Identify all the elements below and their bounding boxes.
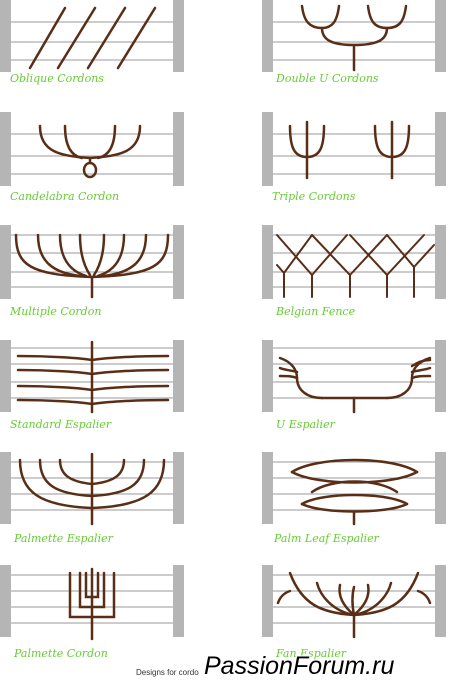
- panel-standard-espalier: Standard Espalier: [0, 340, 200, 450]
- panel-fan-espalier: Fan Espalier: [262, 565, 450, 675]
- panel-palmette-cordon: Palmette Cordon: [0, 565, 200, 675]
- panel-double-u-cordons: Double U Cordons: [262, 0, 450, 110]
- panel-label: Palmette Espalier: [14, 532, 113, 545]
- panel-label: Multiple Cordon: [10, 305, 102, 318]
- watermark-logo: PassionForum.ru: [204, 652, 395, 680]
- palmette-cordon-diagram: [0, 565, 184, 641]
- oblique-cordons-diagram: [0, 0, 184, 72]
- panel-label: Candelabra Cordon: [10, 190, 120, 203]
- candelabra-cordon-diagram: [0, 112, 184, 186]
- palmette-espalier-diagram: [0, 452, 184, 526]
- palm-leaf-espalier-diagram: [262, 452, 446, 526]
- panel-belgian-fence: Belgian Fence: [262, 225, 450, 335]
- double-u-cordons-diagram: [262, 0, 446, 72]
- caption: Designs for cordo: [136, 668, 199, 677]
- panel-label: Oblique Cordons: [10, 72, 104, 85]
- triple-cordons-diagram: [262, 112, 446, 186]
- panel-palm-leaf-espalier: Palm Leaf Espalier: [262, 452, 450, 562]
- panel-oblique-cordons: Oblique Cordons: [0, 0, 200, 110]
- belgian-fence-diagram: [262, 225, 446, 299]
- panel-triple-cordons: Triple Cordons: [262, 112, 450, 222]
- panel-label: Double U Cordons: [276, 72, 379, 85]
- fan-espalier-diagram: [262, 565, 446, 639]
- panel-label: Palm Leaf Espalier: [274, 532, 379, 545]
- panel-multiple-cordon: Multiple Cordon: [0, 225, 200, 335]
- panel-label: Triple Cordons: [272, 190, 356, 203]
- panel-label: Palmette Cordon: [14, 647, 108, 660]
- panel-palmette-espalier: Palmette Espalier: [0, 452, 200, 562]
- u-espalier-diagram: [262, 340, 446, 414]
- panel-label: Standard Espalier: [10, 418, 112, 431]
- panel-label: U Espalier: [276, 418, 335, 431]
- panel-candelabra-cordon: Candelabra Cordon: [0, 112, 200, 222]
- panel-label: Belgian Fence: [276, 305, 356, 318]
- panel-label: Fan Espalier: [276, 647, 347, 660]
- standard-espalier-diagram: [0, 340, 184, 414]
- panel-u-espalier: U Espalier: [262, 340, 450, 450]
- multiple-cordon-diagram: [0, 225, 184, 299]
